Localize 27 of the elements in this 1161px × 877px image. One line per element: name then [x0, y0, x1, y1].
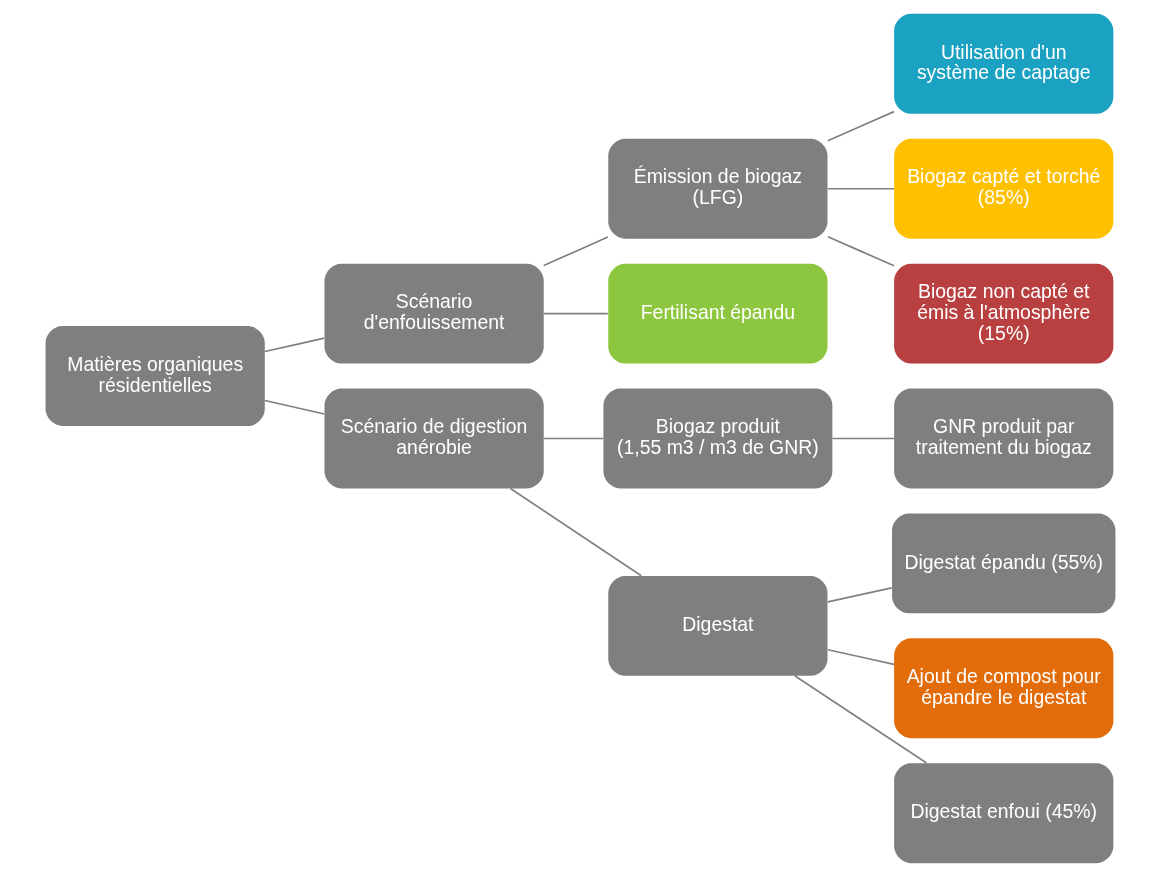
- connector: [827, 648, 895, 666]
- connector: [827, 110, 895, 142]
- node-box: Matières organiques résidentielles: [45, 326, 265, 426]
- node-box: GNR produit par traitement du biogaz: [894, 388, 1114, 489]
- node-box: Émission de biogaz (LFG): [608, 138, 828, 239]
- node-box: Digestat: [608, 575, 828, 676]
- connector: [264, 399, 326, 415]
- connector: [509, 487, 643, 577]
- node-box: Fertilisant épandu: [608, 263, 828, 364]
- connector: [827, 187, 895, 190]
- connector: [542, 437, 605, 440]
- node-box: Digestat épandu (55%): [892, 513, 1116, 614]
- connector: [264, 337, 326, 353]
- connector: [827, 235, 895, 267]
- node-box: Ajout de compost pour épandre le digestat: [894, 638, 1114, 739]
- node-box: Scénario d'enfouissement: [324, 263, 544, 364]
- node-box: Biogaz non capté et émis à l'atmosphère (15%): [894, 263, 1114, 364]
- node-box: Digestat enfoui (45%): [894, 763, 1114, 864]
- connector: [827, 586, 893, 603]
- connector: [831, 437, 895, 440]
- connector: [542, 312, 609, 315]
- node-box: Scénario de digestion anérobie: [324, 388, 544, 489]
- node-box: Utilisation d'un système de captage: [894, 13, 1114, 114]
- node-box: Biogaz produit (1,55 m3 / m3 de GNR): [603, 388, 833, 489]
- connector: [542, 236, 609, 267]
- node-box: Biogaz capté et torché (85%): [894, 138, 1114, 239]
- connector: [793, 674, 928, 764]
